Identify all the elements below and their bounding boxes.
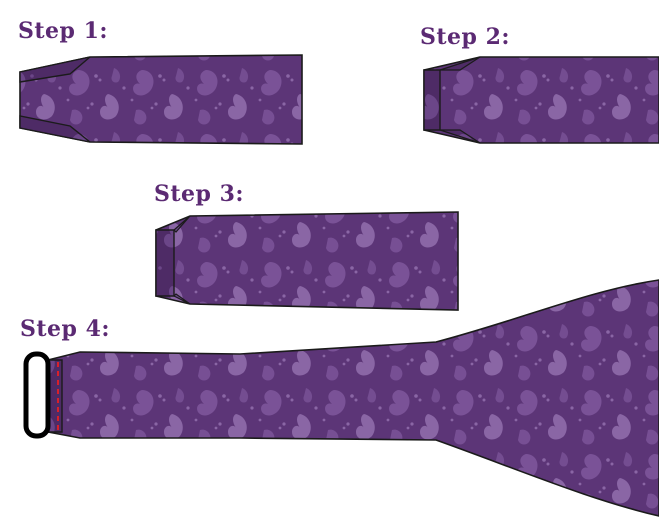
tie-loop-icon — [23, 351, 51, 439]
step-4-label: Step 4: — [20, 316, 110, 342]
step-1-bottom-fold — [19, 115, 91, 143]
step-4-fabric — [23, 279, 659, 517]
step-1-top-fold — [19, 56, 91, 83]
step-3-label: Step 3: — [154, 181, 244, 207]
step-3-fabric — [155, 211, 459, 311]
step-2-label: Step 2: — [420, 24, 510, 50]
step-2-end-fold — [423, 69, 441, 131]
step-1-label: Step 1: — [18, 18, 108, 44]
step-3-end-fold — [155, 229, 175, 297]
step-2-fabric — [423, 56, 659, 144]
step-1-fabric — [19, 54, 303, 145]
